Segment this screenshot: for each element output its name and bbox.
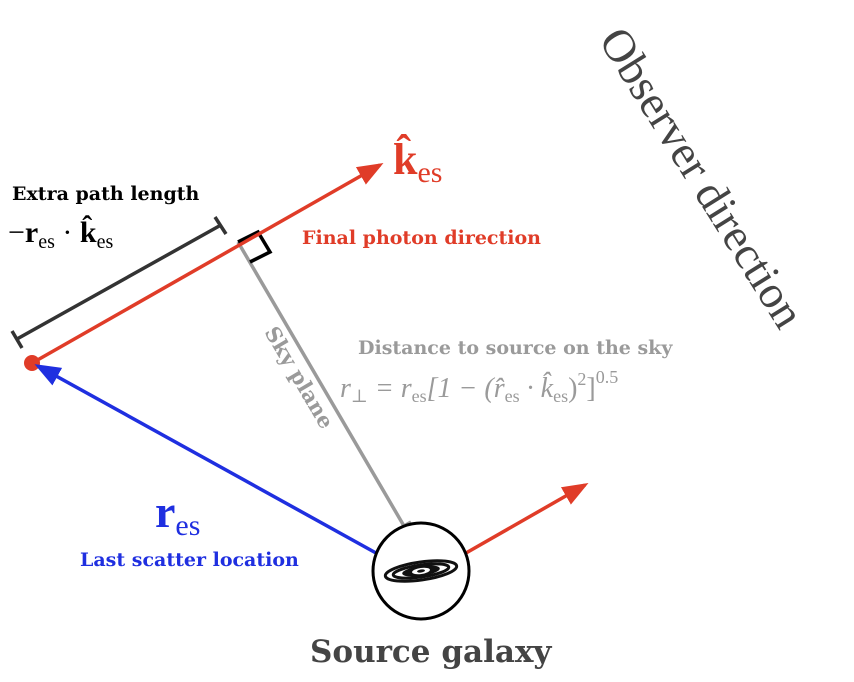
final-photon-direction-label: Final photon direction: [302, 227, 541, 249]
formula-r: r: [25, 216, 38, 249]
distance-formula: r⊥ = res[1 − (r̂es · k̂es)2]0.5: [340, 367, 618, 406]
final-photon-arrow: [33, 163, 384, 364]
r-subscript: es: [175, 509, 200, 542]
r-symbol: r: [155, 486, 175, 537]
sky-plane-label: Sky plane: [260, 322, 339, 433]
source-galaxy-label: Source galaxy: [310, 634, 552, 670]
formula-minus: −: [8, 216, 25, 249]
formula-k-sub: es: [97, 231, 114, 253]
extra-path-length-label: Extra path length: [12, 183, 200, 205]
extra-path-formula: −res · k̂es: [8, 215, 113, 253]
dist-eq: = r: [368, 373, 412, 404]
dist-r-perp: r: [340, 373, 351, 404]
r-es-label: res: [155, 486, 200, 542]
formula-r-sub: es: [38, 231, 55, 253]
right-angle-marker: [237, 229, 273, 264]
k-hat-es-label: k̂es: [393, 134, 442, 189]
dist-bracket: [1 − (r̂: [427, 373, 505, 404]
dist-res-sub: es: [412, 386, 427, 406]
observer-direction-label: Observer direction: [590, 18, 815, 336]
last-scatter-point: [24, 355, 40, 371]
source-galaxy: [371, 521, 471, 621]
distance-title: Distance to source on the sky: [358, 337, 673, 359]
dist-khat-sub: es: [553, 386, 568, 406]
dist-rhat-sub: es: [505, 386, 520, 406]
dist-close: ): [568, 373, 577, 404]
dist-close2: ]: [586, 373, 595, 404]
galaxy-emission-arrow: [465, 483, 589, 555]
last-scatter-location-label: Last scatter location: [80, 549, 299, 571]
dist-pow: 0.5: [596, 367, 619, 387]
extra-path-bracket: [10, 216, 228, 349]
dist-dot-khat: · k̂: [520, 373, 554, 404]
formula-k: k̂: [80, 215, 97, 249]
galaxy-icon: [383, 559, 459, 583]
k-hat-symbol: k̂: [393, 134, 418, 184]
formula-dot: ·: [55, 216, 80, 249]
dist-sq: 2: [577, 369, 586, 389]
r-es-vector-arrow: [34, 364, 377, 555]
k-hat-subscript: es: [417, 156, 442, 189]
dist-r-perp-sub: ⊥: [351, 386, 368, 406]
